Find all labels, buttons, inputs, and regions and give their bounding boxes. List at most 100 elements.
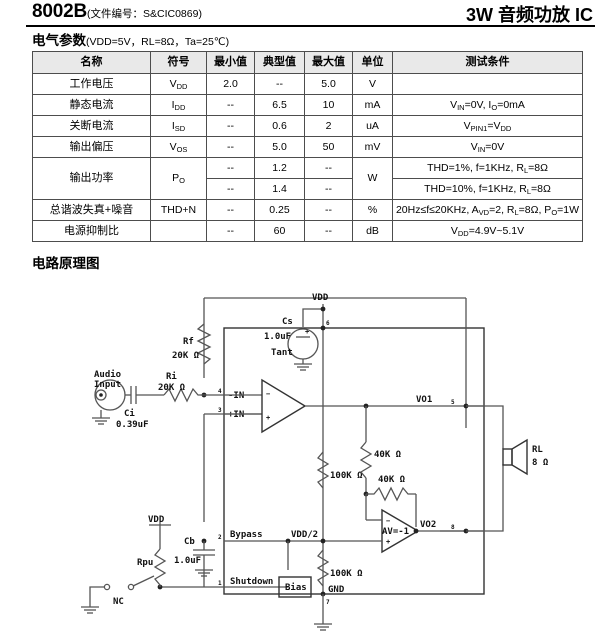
cell-parameter-name: 工作电压 xyxy=(32,73,151,95)
label-pos-in: +IN xyxy=(228,410,244,420)
label-r100k-lower: 100K Ω xyxy=(330,569,363,579)
col-header-max: 最大值 xyxy=(304,51,353,74)
cell-conditions: VDD=4.9V~5.1V xyxy=(392,220,583,242)
cell-typ: 0.6 xyxy=(254,115,305,137)
label-speaker-value: 8 Ω xyxy=(532,458,549,468)
cell-unit: dB xyxy=(352,220,393,242)
table-header-row: 名称 符号 最小值 典型值 最大值 单位 测试条件 xyxy=(32,51,583,74)
schematic-svg: .w{stroke:#555;stroke-width:1.3;fill:non… xyxy=(80,293,549,631)
label-ri-name: Ri xyxy=(166,371,177,382)
label-bias: Bias xyxy=(285,582,307,593)
col-header-min: 最小值 xyxy=(206,51,255,74)
cell-unit: uA xyxy=(352,115,393,137)
label-vdd-top: VDD xyxy=(312,293,329,303)
label-audio-line2: Input xyxy=(94,380,121,390)
label-cs-value: 1.0uF xyxy=(264,332,291,342)
label-vo1: VO1 xyxy=(416,395,432,405)
cell-max: 2 xyxy=(304,115,353,137)
part-number: 8002B xyxy=(32,1,87,22)
cell-typ: 5.0 xyxy=(254,136,305,158)
cell-max: -- xyxy=(304,157,353,179)
cell-parameter-name: 关断电流 xyxy=(32,115,151,137)
part-number-block: 8002B(文件编号：S&CIC0869) xyxy=(32,1,202,23)
pin-number-gnd: 7 xyxy=(326,599,330,606)
label-ci-name: Ci xyxy=(124,408,135,419)
page-header: 8002B(文件编号：S&CIC0869) 3W 音频功放 IC xyxy=(0,0,607,26)
label-audio-line1: Audio xyxy=(94,369,121,380)
cell-min: -- xyxy=(206,115,255,137)
section-conditions: (VDD=5V，RL=8Ω，Ta=25℃) xyxy=(86,36,230,48)
cell-min: -- xyxy=(206,136,255,158)
header-divider xyxy=(26,25,595,27)
cell-min: 2.0 xyxy=(206,73,255,95)
svg-text:−: − xyxy=(266,390,270,398)
ic-body-outline xyxy=(223,327,485,595)
page-title: 3W 音频功放 IC xyxy=(465,5,593,25)
label-shutdown: Shutdown xyxy=(230,577,273,587)
cell-symbol: VOS xyxy=(150,136,207,158)
section-heading: 电气参数(VDD=5V，RL=8Ω，Ta=25℃) xyxy=(32,29,229,50)
cell-conditions: VIN=0V xyxy=(392,136,583,158)
cell-min: -- xyxy=(206,157,255,179)
cell-conditions: VPIN1=VDD xyxy=(392,115,583,137)
cell-conditions: VIN=0V, IO=0mA xyxy=(392,94,583,116)
col-header-name: 名称 xyxy=(32,51,151,74)
cell-parameter-name: 输出偏压 xyxy=(32,136,151,158)
cell-unit: mV xyxy=(352,136,393,158)
svg-text:+: + xyxy=(266,414,270,422)
pin-number-shutdown: 1 xyxy=(218,580,222,587)
cell-min: -- xyxy=(206,199,255,221)
cell-parameter-name: 总谐波失真+噪音 xyxy=(32,199,151,221)
cell-parameter-name: 静态电流 xyxy=(32,94,151,116)
cell-typ: 60 xyxy=(254,220,305,242)
label-cb-name: Cb xyxy=(184,537,195,547)
col-header-conditions: 测试条件 xyxy=(392,51,583,74)
cell-unit: W xyxy=(352,157,393,200)
label-r100k-upper: 100K Ω xyxy=(330,471,363,481)
bias-block xyxy=(278,576,312,598)
cell-typ: 0.25 xyxy=(254,199,305,221)
cell-unit: mA xyxy=(352,94,393,116)
cell-typ: 1.4 xyxy=(254,178,305,200)
cell-unit: V xyxy=(352,73,393,95)
circuit-diagram-title: 电路原理图 xyxy=(32,256,100,271)
label-cs-name: Cs xyxy=(282,317,293,327)
label-av-gain: AV=-1 xyxy=(382,527,409,537)
svg-text:−: − xyxy=(386,517,390,525)
label-nc: NC xyxy=(113,597,124,607)
label-rpu-name: Rpu xyxy=(137,558,153,568)
cell-min: -- xyxy=(206,178,255,200)
cell-max: 5.0 xyxy=(304,73,353,95)
label-ri-value: 20K Ω xyxy=(158,383,186,393)
label-r40k-vertical: 40K Ω xyxy=(374,450,402,460)
cell-symbol: VDD xyxy=(150,73,207,95)
circuit-schematic: .w{stroke:#555;stroke-width:1.3;fill:non… xyxy=(0,282,607,640)
label-cb-value: 1.0uF xyxy=(174,556,201,566)
label-bypass: Bypass xyxy=(230,530,263,540)
cell-parameter-name: 电源抑制比 xyxy=(32,220,151,242)
doc-number: (文件编号：S&CIC0869) xyxy=(87,8,202,20)
label-neg-in: -IN xyxy=(228,391,244,401)
label-ci-value: 0.39uF xyxy=(116,420,149,430)
label-gnd: GND xyxy=(328,585,345,595)
label-rf-value: 20K Ω xyxy=(172,351,200,361)
cell-symbol: ISD xyxy=(150,115,207,137)
cell-symbol: IDD xyxy=(150,94,207,116)
label-vdd-half: VDD/2 xyxy=(291,530,318,540)
cell-unit: % xyxy=(352,199,393,221)
pin-number-vo2: 8 xyxy=(451,524,455,531)
speaker-terminal xyxy=(502,448,513,466)
cell-conditions: 20Hz≤f≤20KHz, AVD=2, RL=8Ω, PO=1W xyxy=(392,199,583,221)
table-row: --1.4--THD=10%, f=1KHz, RL=8Ω xyxy=(33,178,583,200)
col-header-typ: 典型值 xyxy=(254,51,305,74)
cell-min: -- xyxy=(206,94,255,116)
cell-symbol: PO xyxy=(150,157,207,200)
